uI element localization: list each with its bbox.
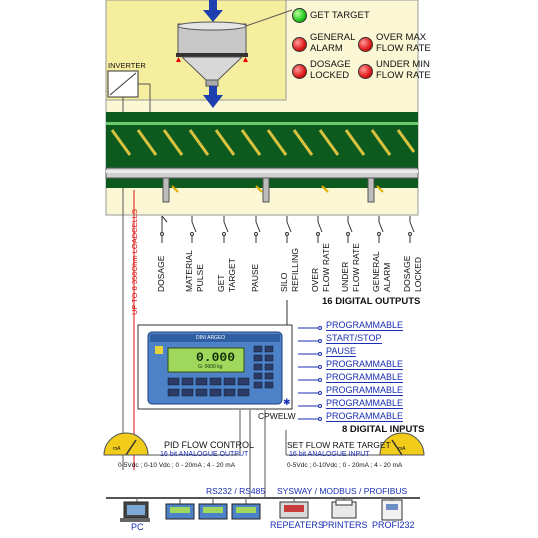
input-label-6: PROGRAMMABLE (326, 385, 404, 396)
output-label-over-flow-rate: OVER FLOW RATE (310, 243, 331, 292)
under-min-flow-label: UNDER MIN FLOW RATE (376, 59, 431, 81)
over-max-flow-lamp (358, 37, 373, 52)
pc-icon (120, 501, 150, 522)
output-label-silo-refilling: SILO REFILLING (279, 248, 300, 292)
dosage-locked-label: DOSAGE LOCKED (310, 59, 351, 81)
pid-gauge (103, 432, 149, 456)
over-max-flow-label: OVER MAX FLOW RATE (376, 32, 431, 54)
device-sub-display: G: 0000 kg (198, 364, 223, 370)
device-brand: DINI ARGEO (196, 335, 226, 341)
outputs-title: 16 DIGITAL OUTPUTS (322, 296, 421, 307)
repeater-icon-2 (198, 503, 228, 520)
repeaters-label: REPEATERS (270, 520, 324, 530)
profi232-icon (381, 499, 403, 521)
weighing-controller (137, 324, 293, 410)
printer-icon (331, 499, 357, 519)
inverter-label: INVERTER (108, 61, 146, 70)
feed-arrow-out (203, 86, 223, 108)
loadcell-link (171, 185, 384, 193)
output-label-general-alarm: GENERAL ALARM (371, 251, 392, 292)
fieldbus-label: SYSWAY / MODBUS / PROFIBUS (277, 486, 408, 496)
target-gauge (379, 432, 425, 456)
get-target-label: GET TARGET (310, 10, 370, 21)
loadcells (162, 177, 375, 203)
repeater-icon-1 (165, 503, 195, 520)
loadcells-label: UP TO 8 350Ohm LOADCELLS (130, 209, 139, 315)
input-label-1: PROGRAMMABLE (326, 320, 404, 331)
input-label-start-stop: START/STOP (326, 333, 382, 344)
target-ranges: 0-5Vdc ; 0-10Vdc ; 0 - 20mA ; 4 - 20 mA (287, 462, 403, 469)
target-subtitle: 16 bit ANALOGUE INPUT (289, 451, 370, 458)
dosage-locked-lamp (292, 64, 307, 79)
input-label-4: PROGRAMMABLE (326, 359, 404, 370)
input-label-pause: PAUSE (326, 346, 356, 357)
pid-title: PID FLOW CONTROL (164, 440, 255, 450)
hopper (176, 21, 248, 87)
device-display: 0.000 (196, 350, 236, 365)
repeater-icon-3 (231, 503, 261, 520)
general-alarm-lamp (292, 37, 307, 52)
input-label-8: PROGRAMMABLE (326, 411, 404, 422)
target-gauge-label: mA (398, 446, 406, 452)
inputs-title: 8 DIGITAL INPUTS (342, 424, 425, 435)
device-model: CPWELW (258, 411, 296, 421)
get-target-lamp (292, 8, 307, 23)
pid-subtitle: 16 bit ANALOGUE OUTPUT (160, 451, 249, 458)
input-label-7: PROGRAMMABLE (326, 398, 404, 409)
output-label-pause: PAUSE (250, 263, 260, 292)
bluetooth-icon: ✱ (283, 397, 291, 407)
pid-ranges: 0-5Vdc ; 0-10 Vdc ; 0 - 20mA ; 4 - 20 mA (118, 462, 236, 469)
repeaters-icon (279, 501, 309, 519)
output-label-under-flow-rate: UNDER FLOW RATE (340, 243, 361, 292)
output-switches (160, 215, 415, 236)
pc-label: PC (131, 522, 144, 532)
input-label-5: PROGRAMMABLE (326, 372, 404, 383)
output-label-material-pulse: MATERIAL PULSE (184, 250, 205, 292)
output-label-dosage-locked: DOSAGE LOCKED (402, 255, 423, 292)
general-alarm-label: GENERAL ALARM (310, 32, 356, 54)
target-title: SET FLOW RATE TARGET (287, 440, 391, 450)
feed-arrow-in (203, 0, 223, 22)
printers-label: PRINTERS (322, 520, 368, 530)
output-label-get-target: GET TARGET (216, 258, 237, 292)
pid-gauge-label: mA (113, 446, 121, 452)
input-switches (298, 326, 322, 421)
conveyor-rollers (110, 129, 416, 156)
serial-bus-label: RS232 / RS485 (206, 486, 266, 496)
output-label-dosage: DOSAGE (156, 255, 166, 292)
profi232-label: PROFI232 (372, 520, 415, 530)
under-min-flow-lamp (358, 64, 373, 79)
